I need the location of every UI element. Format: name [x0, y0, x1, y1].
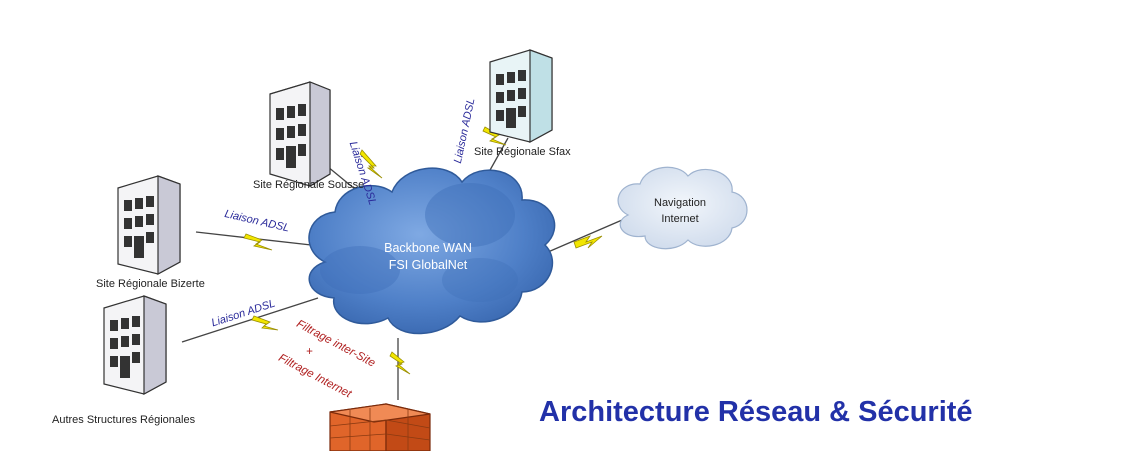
- internet-label: Navigation Internet: [640, 195, 720, 227]
- firewall-icon: [329, 403, 431, 451]
- internet-cloud: [617, 166, 748, 250]
- backbone-line1: Backbone WAN: [384, 241, 472, 255]
- page-title: Architecture Réseau & Sécurité: [539, 396, 973, 428]
- site-label-autres: Autres Structures Régionales: [52, 414, 196, 426]
- filter-label-plus: +: [306, 346, 313, 358]
- internet-line1: Navigation: [654, 197, 706, 209]
- lightning-icon: [389, 351, 411, 375]
- internet-line2: Internet: [661, 213, 699, 225]
- lightning-icon: [359, 149, 383, 179]
- backbone-label: Backbone WAN FSI GlobalNet: [378, 240, 478, 274]
- lightning-icon: [251, 315, 279, 331]
- site-label-bizerte: Site Régionale Bizerte: [96, 278, 205, 290]
- line-autres: [181, 297, 319, 343]
- lightning-icon: [482, 126, 507, 146]
- building-autres-icon: [103, 295, 167, 396]
- building-sfax-icon: [489, 49, 553, 144]
- site-label-sousse: Site Régionale Sousse: [253, 179, 365, 191]
- site-label-sfax: Site Régionale Sfax: [474, 146, 571, 158]
- lightning-icon: [573, 235, 603, 249]
- backbone-line2: FSI GlobalNet: [388, 258, 468, 272]
- lightning-icon: [243, 233, 273, 251]
- building-bizerte-icon: [117, 175, 181, 276]
- backbone-cloud: [308, 167, 556, 335]
- lightning-bolts: [243, 126, 603, 375]
- building-sousse-icon: [269, 81, 331, 188]
